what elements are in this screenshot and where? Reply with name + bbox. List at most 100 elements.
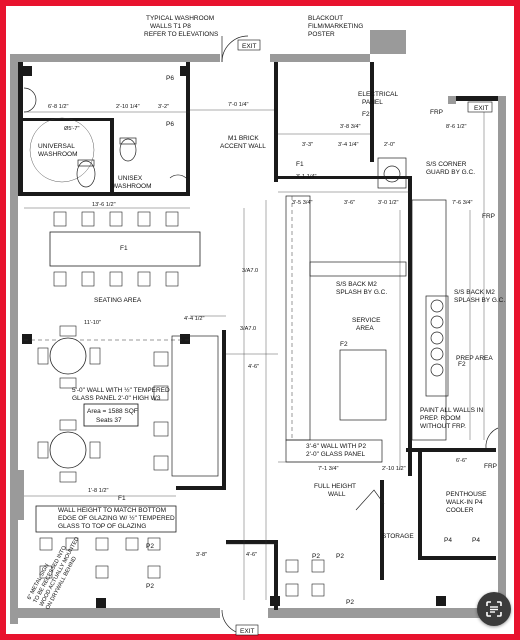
label-paint-2: PREP. ROOM [420, 415, 461, 422]
finish-tag: P6 [166, 75, 174, 82]
finish-tag: F2 [458, 361, 466, 368]
exit-sign-top: EXIT [242, 43, 256, 50]
label-storage: STORAGE [382, 533, 414, 540]
interior-walls [18, 62, 498, 610]
section-tag: 3/A7.0 [242, 268, 258, 274]
label-electrical-2: PANEL [362, 99, 383, 106]
finish-tag: F2 [340, 341, 348, 348]
dimension: 3'-5 3/4" [292, 200, 312, 206]
exterior-walls [10, 30, 506, 624]
label-splash-left-1: S/S BACK M2 [336, 281, 377, 288]
label-wall-height-2: EDGE OF GLAZING W/ ½" TEMPERED [58, 514, 175, 522]
dimension: 3'-6" [344, 200, 355, 206]
document-scan-button[interactable] [477, 592, 511, 626]
dimension-lines [24, 109, 485, 600]
label-wall-glass-2: 2'-0" GLASS PANEL [306, 451, 365, 458]
finish-tag: P2 [336, 553, 344, 560]
finish-tag: P4 [444, 537, 452, 544]
label-brick-2: ACCENT WALL [220, 143, 266, 150]
label-wall-height-1: WALL HEIGHT TO MATCH BOTTOM [58, 507, 166, 514]
dimension: 7'-6 3/4" [452, 200, 472, 206]
label-walkin-3: COOLER [446, 507, 474, 514]
dimension: 4'-4 1/2" [184, 316, 204, 322]
seating-tables [35, 211, 325, 597]
dimension-texts: 6'-8 1/2" 2'-10 1/4" 3'-2" 7'-0 1/4" 3'-… [48, 102, 472, 558]
exit-signs: EXIT EXIT EXIT [235, 39, 493, 636]
label-refer-elevations: REFER TO ELEVATIONS [144, 31, 219, 38]
dimension: 3'-1 1/4" [296, 174, 316, 180]
label-full-height-1: FULL HEIGHT [314, 483, 356, 490]
finish-tag: F1 [120, 245, 128, 252]
dimension: 3'-8 3/4" [340, 124, 360, 130]
finish-tag: P2 [146, 583, 154, 590]
label-full-height-2: WALL [328, 491, 346, 498]
dimension: 2'-10 1/2" [382, 466, 406, 472]
finish-tag: P2 [146, 543, 154, 550]
dimension: 1'-8 1/2" [88, 488, 108, 494]
label-poster: POSTER [308, 31, 335, 38]
dimension: 6'-6" [456, 458, 467, 464]
label-splash-right-2: SPLASH BY G.C. [454, 297, 505, 304]
dimension: 4'-6" [246, 552, 257, 558]
label-electrical-1: ELECTRICAL [358, 91, 398, 98]
finish-tag: F1 [118, 495, 126, 502]
washroom-fixtures [23, 87, 187, 188]
label-paint-3: WITHOUT FRP. [420, 423, 466, 430]
counters [171, 195, 449, 477]
columns [22, 66, 446, 608]
finish-tag: P6 [166, 121, 174, 128]
dimension: 2'-10 1/4" [116, 104, 140, 110]
label-walls-tiles: WALLS T1 P8 [150, 23, 191, 30]
label-splash-right-1: S/S BACK M2 [454, 289, 495, 296]
label-seating-area: SEATING AREA [94, 297, 142, 304]
label-corner-guard-1: S/S CORNER [426, 161, 467, 168]
finish-tag: P4 [472, 537, 480, 544]
section-tag: 3/A7.0 [240, 326, 256, 332]
dimension: 13'-6 1/2" [92, 202, 116, 208]
label-paint-1: PAINT ALL WALLS IN [420, 407, 484, 414]
label-brick-1: M1 BRICK [228, 135, 259, 142]
label-film-poster: FILM/MARKETING [308, 23, 363, 30]
label-universal-1: UNIVERSAL [38, 143, 75, 150]
label-wall-height-3: GLASS TO TOP OF GLAZING [58, 523, 146, 530]
area-box [83, 403, 139, 427]
label-corner-guard-2: GUARD BY G.C. [426, 169, 475, 176]
finish-tag: FRP [482, 213, 495, 220]
label-walkin-1: PENTHOUSE [446, 491, 487, 498]
label-glass-wall-2: GLASS PANEL 2'-0" HIGH W3 [72, 395, 161, 402]
label-blackout: BLACKOUT [308, 15, 343, 22]
dimension: Ø5'-7" [64, 126, 80, 132]
dimension: 6'-8 1/2" [48, 104, 68, 110]
label-walkin-2: WALK-IN P4 [446, 499, 483, 506]
exit-sign-right: EXIT [474, 105, 488, 112]
label-glass-wall-1: 5'-0" WALL WITH ½" TEMPERED [72, 386, 170, 394]
finish-tag: F2 [362, 111, 370, 118]
cooking-equipment [377, 157, 444, 377]
label-typical-washroom: TYPICAL WASHROOM [146, 15, 214, 22]
dimension: 3'-0 1/2" [378, 200, 398, 206]
finish-tag: P2 [312, 553, 320, 560]
label-area: Area = 1588 SQF [87, 408, 138, 415]
label-prep-area: PREP AREA [456, 355, 493, 362]
dimension: 7'-1 3/4" [318, 466, 338, 472]
label-universal-2: WASHROOM [38, 151, 77, 158]
label-unisex-2: WASHROOM [112, 183, 151, 190]
label-seats: Seats 37 [96, 417, 122, 424]
exit-sign-bottom: EXIT [240, 628, 254, 635]
label-service-2: AREA [356, 325, 374, 332]
label-unisex-1: UNISEX [118, 175, 143, 182]
finish-tag: FRP [484, 463, 497, 470]
dimension: 2'-0" [384, 142, 395, 148]
finish-tag: FRP [430, 109, 443, 116]
dimension: 7'-0 1/4" [228, 102, 248, 108]
label-service-1: SERVICE [352, 317, 381, 324]
dimension: 3'-3" [302, 142, 313, 148]
dimension: 3'-2" [158, 104, 169, 110]
dimension: 3'-4 1/4" [338, 142, 358, 148]
finish-tag: P2 [346, 599, 354, 606]
finish-tag: F1 [296, 161, 304, 168]
dimension: 4'-6" [248, 364, 259, 370]
dimension: 3'-8" [196, 552, 207, 558]
dimension: 8'-6 1/2" [446, 124, 466, 130]
